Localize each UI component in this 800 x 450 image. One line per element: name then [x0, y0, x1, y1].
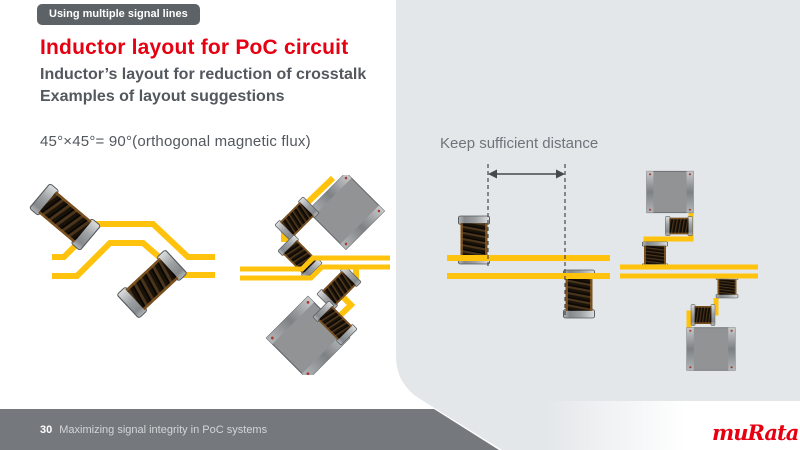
page-number: 30: [40, 423, 53, 436]
diagram-staggered-chain: [620, 170, 758, 371]
subtitle: Inductor’s layout for reduction of cross…: [40, 64, 366, 108]
diagram-angled-pair: [28, 182, 215, 320]
chip-component: [307, 175, 385, 250]
arrow-head-icon: [488, 169, 497, 179]
footer-text: 30 Maximizing signal integrity in PoC sy…: [0, 424, 267, 436]
diagram-distance-pair: [447, 164, 610, 319]
signal-trace: [240, 264, 390, 281]
logo-fade-band: [545, 401, 800, 450]
subtitle-line-2: Examples of layout suggestions: [40, 88, 285, 105]
chip-component: [686, 327, 736, 371]
distance-caption: Keep sufficient distance: [440, 135, 599, 152]
inductor-component: [641, 241, 669, 269]
subtitle-line-1: Inductor’s layout for reduction of cross…: [40, 66, 367, 83]
page-title: Inductor layout for PoC circuit: [40, 36, 349, 59]
signal-trace: [240, 255, 390, 272]
inductor-component: [715, 275, 739, 299]
footer-title: Maximizing signal integrity in PoC syste…: [59, 423, 268, 436]
section-badge: Using multiple signal lines: [37, 4, 200, 25]
footer-bar: 30 Maximizing signal integrity in PoC sy…: [0, 409, 499, 450]
angle-formula: 45°×45°= 90°(orthogonal magnetic flux): [40, 133, 311, 150]
diagram-angled-chain: [240, 175, 390, 375]
inductor-component: [116, 248, 188, 320]
inductor-component: [28, 182, 102, 252]
chip-component: [646, 170, 694, 214]
inductor-component: [690, 304, 716, 326]
murata-logo: muRata: [712, 420, 799, 445]
arrow-head-icon: [556, 169, 565, 179]
inductor-component: [664, 216, 694, 236]
signal-trace: [52, 221, 215, 260]
